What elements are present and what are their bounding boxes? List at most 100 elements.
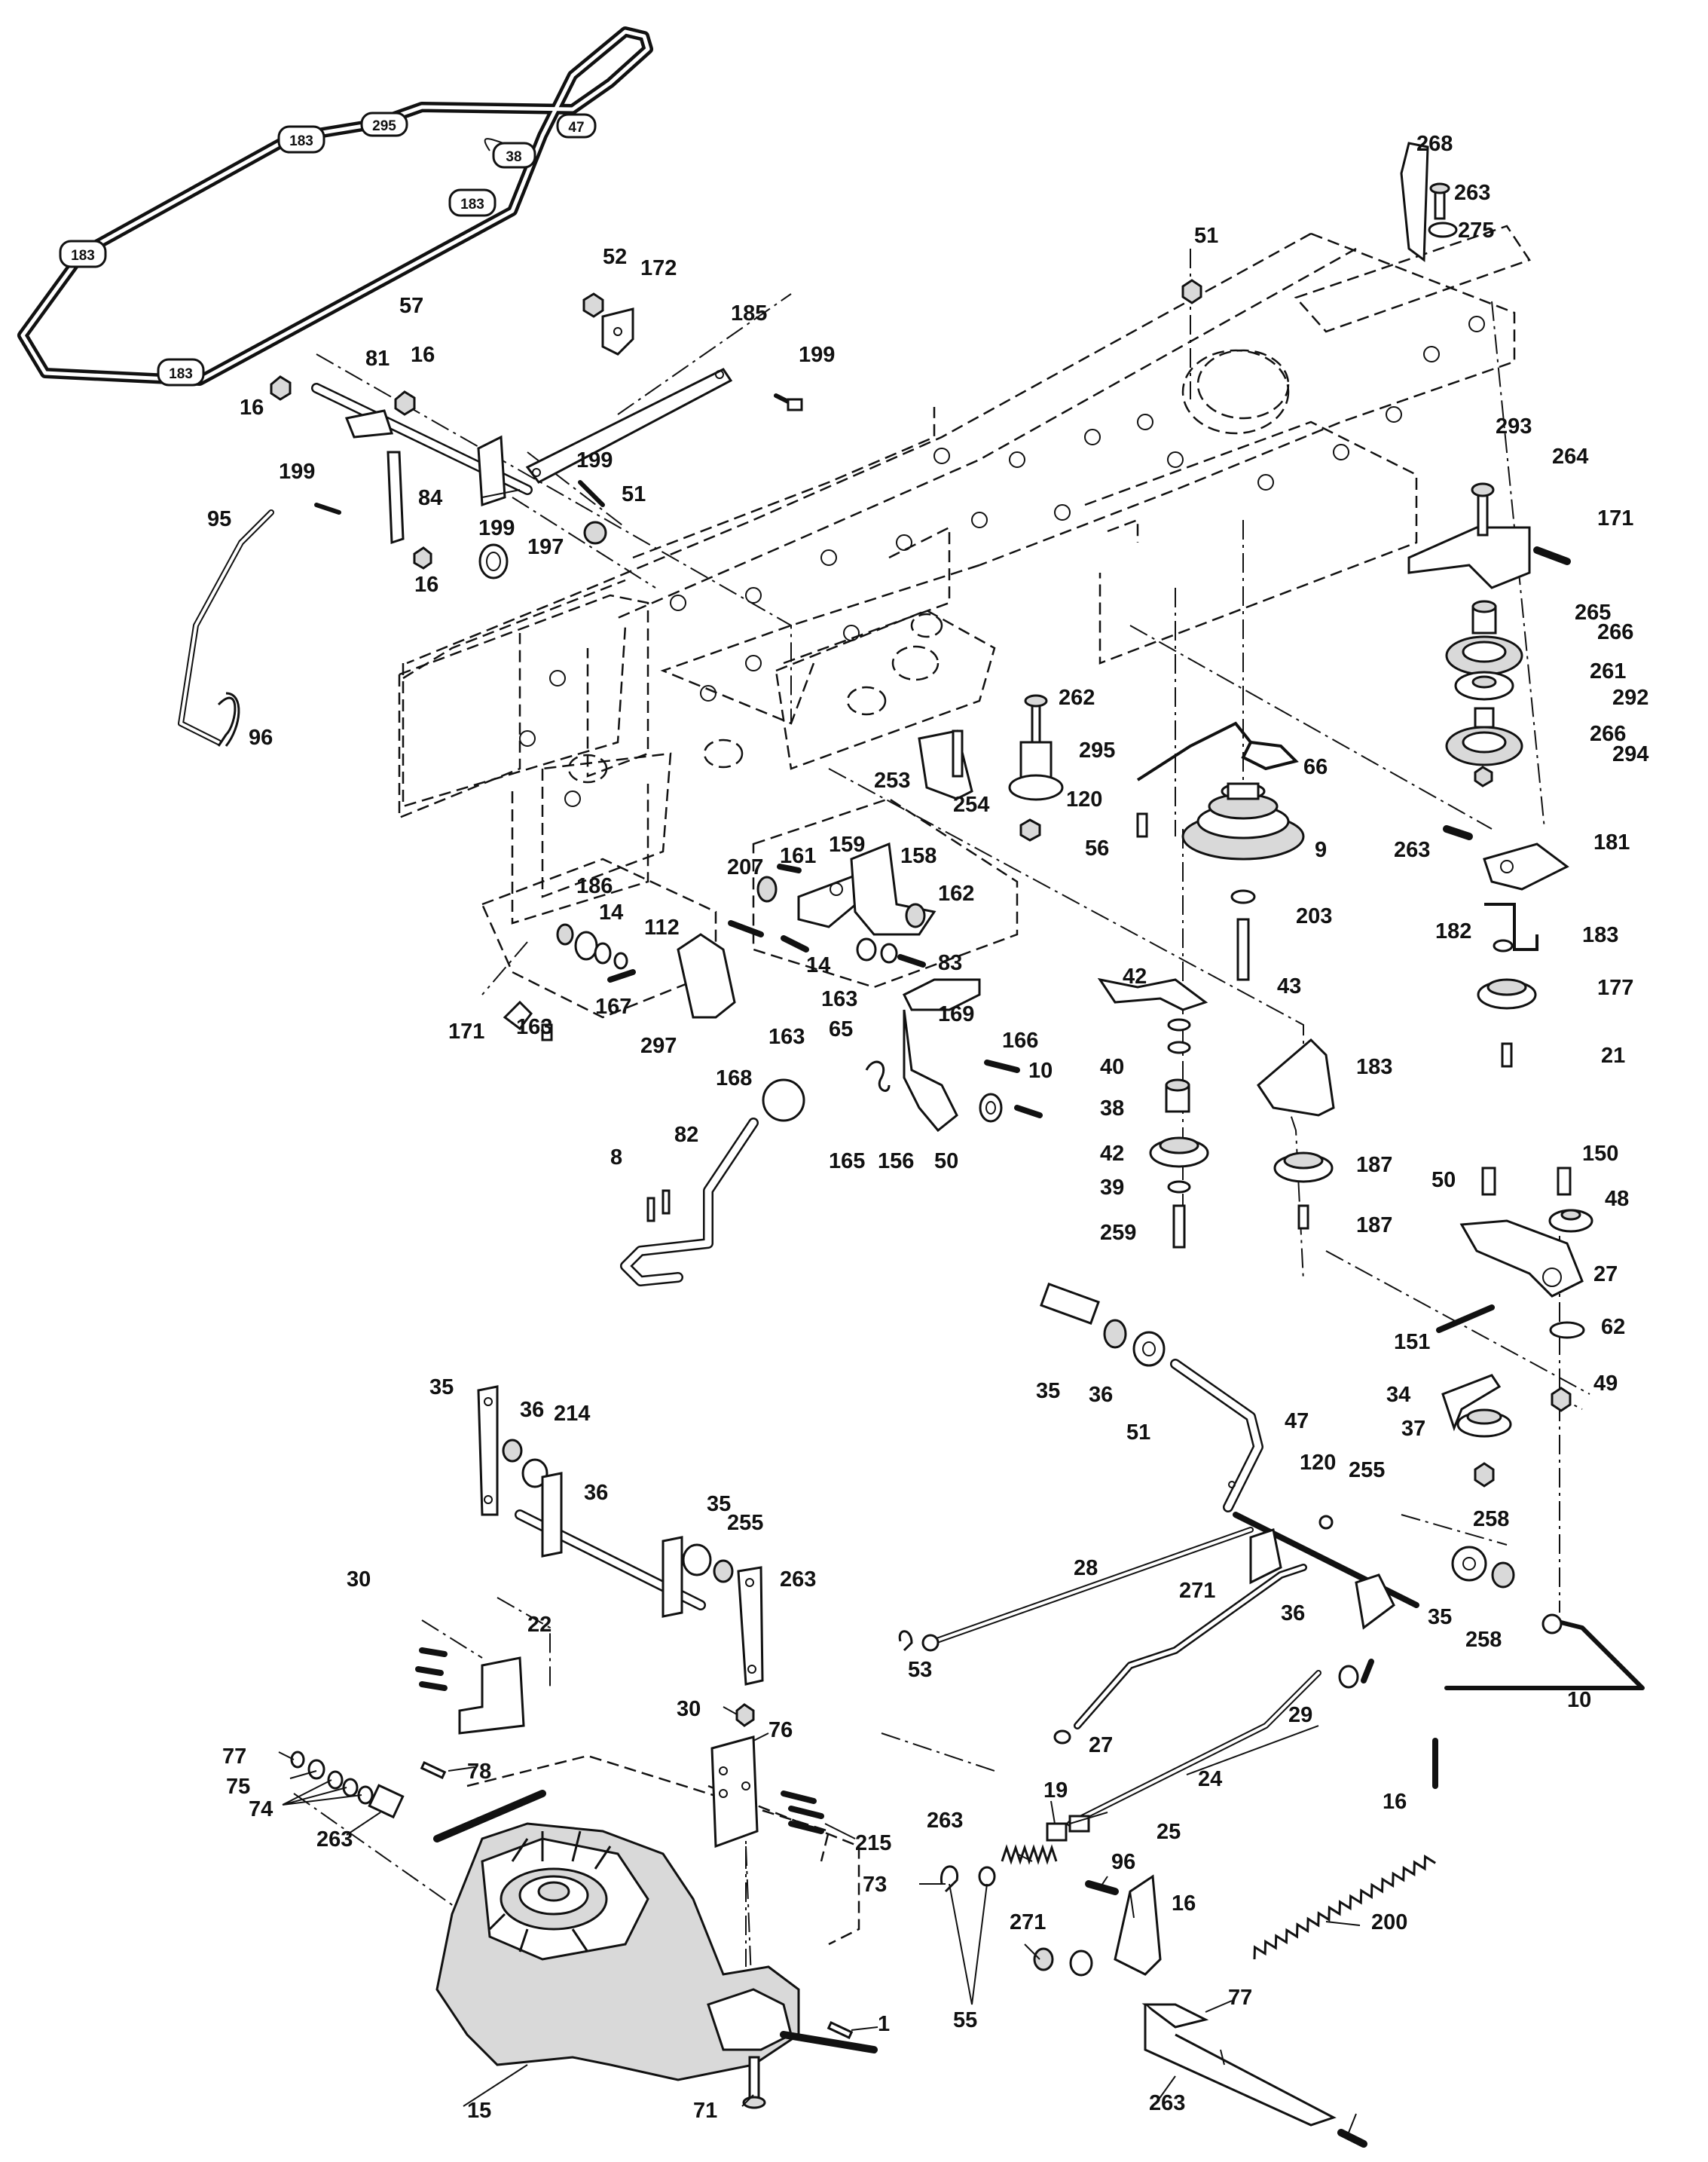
callout-36: 51: [1126, 1420, 1150, 1445]
clutch-rod-assembly: [1181, 142, 1458, 304]
callout-76: 77: [222, 1745, 246, 1769]
callout-262: 262: [1059, 686, 1095, 710]
callout-29: 27: [1089, 1733, 1113, 1757]
callout-261: 261: [1590, 659, 1626, 683]
callout-168: 166: [1002, 1029, 1038, 1053]
callout-34: 47: [1285, 1409, 1309, 1433]
callout-25: 263: [927, 1809, 963, 1833]
callout-156: 50: [934, 1149, 958, 1173]
callout-77: 78: [467, 1760, 491, 1784]
idler-arm-right: [1443, 825, 1569, 1068]
callout-51: 49: [1593, 1372, 1618, 1396]
callout-183: 187: [1356, 1153, 1392, 1177]
callout-120: 120: [1066, 787, 1102, 812]
callout-73: 16: [1172, 1891, 1196, 1916]
callout-159: 159: [829, 833, 865, 857]
callout-258: 255: [1349, 1458, 1385, 1482]
callout-295: 295: [1079, 739, 1115, 763]
callout-165: 156: [878, 1149, 914, 1173]
callout-16: 16: [414, 573, 438, 597]
callout-293: 293: [1496, 414, 1532, 439]
callout-265: 265: [1575, 601, 1611, 625]
idler-stack-right: [1407, 482, 1571, 787]
callout-53: 10: [1567, 1688, 1591, 1712]
callout-30: 22: [527, 1613, 552, 1637]
callout-263: 215: [855, 1831, 891, 1855]
callout-51: 51: [622, 482, 646, 506]
callout-199: 199: [576, 448, 613, 472]
callout-77: 1: [878, 2012, 890, 2036]
transaxle: [433, 1790, 878, 2109]
callout-259: 183: [1356, 1055, 1392, 1079]
callout-200: 77: [1228, 1986, 1252, 2010]
callout-16: 30: [677, 1697, 701, 1721]
callout-215: 24: [1198, 1767, 1222, 1791]
callout-275: 275: [1458, 219, 1494, 243]
callout-264: 264: [1552, 445, 1588, 469]
callout-266: 266: [1590, 722, 1626, 746]
callout-47: 37: [1401, 1417, 1425, 1441]
callout-120: 258: [1473, 1507, 1509, 1531]
callout-43: 182: [1435, 919, 1471, 943]
callout-263: 263: [1394, 838, 1430, 862]
callout-183: 177: [1597, 976, 1633, 1000]
callout-161: 161: [780, 844, 816, 868]
callout-263: 30: [347, 1567, 371, 1592]
callout-83: 169: [938, 1002, 974, 1026]
callout-203: 43: [1277, 974, 1301, 998]
callout-51: 51: [1194, 224, 1218, 248]
pulley-badge-label: 47: [568, 120, 584, 136]
pulley-badge: 183: [59, 240, 107, 268]
callout-151: 62: [1601, 1315, 1625, 1339]
callout-75: 74: [249, 1797, 273, 1821]
callout-171: 163: [516, 1015, 552, 1039]
callout-24: 19: [1043, 1778, 1068, 1803]
callout-21: 168: [716, 1066, 752, 1090]
callout-48: 27: [1593, 1262, 1618, 1286]
callout-57: 57: [399, 294, 423, 318]
callout-171: 171: [1597, 506, 1633, 531]
engine-pulley-assembly: [1008, 694, 1335, 1249]
callout-36: 35: [1428, 1605, 1452, 1629]
callout-14: 112: [644, 916, 680, 940]
callout-19: 25: [1156, 1820, 1181, 1844]
callout-42: 39: [1100, 1176, 1124, 1200]
callout-207: 207: [727, 855, 763, 879]
callout-27: 151: [1394, 1330, 1430, 1354]
callout-27: 16: [1383, 1790, 1407, 1814]
callout-186: 14: [599, 901, 623, 925]
callout-10: 29: [1288, 1703, 1312, 1727]
pulley-badge: 183: [157, 358, 205, 387]
callout-74: 263: [316, 1827, 353, 1852]
callout-52: 52: [603, 245, 627, 269]
callout-42: 40: [1100, 1055, 1124, 1079]
callout-199: 199: [279, 460, 315, 484]
callout-50: 150: [1582, 1142, 1618, 1166]
control-arm-right: [1432, 1167, 1645, 1789]
callout-181: 181: [1593, 830, 1630, 855]
callout-65: 203: [1296, 904, 1332, 928]
callout-30: 76: [768, 1718, 793, 1742]
callout-35: 258: [1465, 1628, 1502, 1652]
callout-263: 263: [1454, 181, 1490, 205]
callout-96: 73: [863, 1873, 887, 1897]
callout-199: 199: [799, 343, 835, 367]
callout-66: 66: [1303, 755, 1328, 779]
callout-16: 16: [240, 396, 264, 420]
callout-271: 55: [953, 2008, 977, 2032]
callout-182: 183: [1582, 923, 1618, 947]
shaft-assembly-lower-left: [290, 1385, 854, 2039]
callout-10: 8: [610, 1145, 622, 1170]
callout-214: 36: [584, 1481, 608, 1505]
callout-labels: 57 52 172 185 199 16 81 16 199 84 199 51…: [207, 132, 1648, 2123]
lift-linkage-upper: [178, 292, 803, 747]
callout-187: 21: [1601, 1044, 1625, 1068]
callout-162: 162: [938, 882, 974, 906]
callout-172: 172: [640, 256, 677, 280]
shift-lever-assembly: [898, 1283, 1515, 2148]
callout-255: 263: [780, 1567, 816, 1592]
pulley-badge-label: 183: [169, 366, 193, 382]
callout-187: 187: [1356, 1213, 1392, 1237]
callout-177: 42: [1123, 965, 1147, 989]
callout-37: 120: [1300, 1451, 1336, 1475]
